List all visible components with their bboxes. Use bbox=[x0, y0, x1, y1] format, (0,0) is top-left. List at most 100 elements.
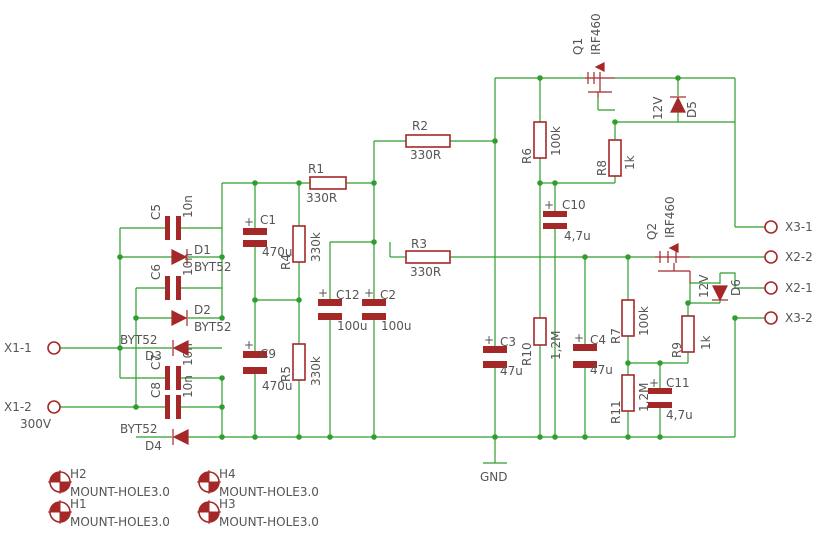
r8-value: 1k bbox=[623, 155, 637, 170]
d2-value: BYT52 bbox=[194, 320, 232, 334]
q1-value: IRF460 bbox=[589, 13, 603, 55]
resistor-r8: R8 1k bbox=[595, 139, 637, 177]
c9-value: 470u bbox=[262, 379, 293, 393]
resistor-r10: R10 1,2M bbox=[520, 317, 563, 366]
d5-value: 12V bbox=[651, 96, 665, 120]
d4-value: BYT52 bbox=[120, 422, 158, 436]
connector-x3-2[interactable]: X3-2 bbox=[764, 311, 813, 325]
resistor-r9: R9 1k bbox=[670, 315, 713, 358]
d6-name: D6 bbox=[729, 279, 743, 296]
capacitor-c4: + C4 47u bbox=[573, 331, 613, 377]
mount-hole-h4: H4 MOUNT-HOLE3.0 bbox=[197, 467, 319, 499]
h2-name: H2 bbox=[70, 467, 87, 481]
resistor-r5: R5 330k bbox=[279, 343, 323, 386]
c1-value: 470u bbox=[262, 245, 293, 259]
r2-name: R2 bbox=[412, 119, 428, 133]
connector-x2-1[interactable]: X2-1 bbox=[764, 281, 813, 295]
svg-text:+: + bbox=[364, 286, 374, 300]
wires bbox=[60, 77, 765, 464]
d3-value: BYT52 bbox=[120, 333, 158, 347]
diode-d4: BYT52 D4 bbox=[120, 422, 189, 453]
r3-name: R3 bbox=[411, 237, 427, 251]
mosfet-q1: Q1 IRF460 bbox=[571, 13, 615, 98]
connector-x1-1[interactable]: X1-1 bbox=[4, 341, 61, 355]
r11-name: R11 bbox=[609, 400, 623, 424]
r6-value: 100k bbox=[549, 126, 563, 156]
connector-x1-2[interactable]: X1-2 300V bbox=[4, 400, 61, 431]
capacitor-c6: C6 10n bbox=[149, 253, 195, 300]
r4-value: 330k bbox=[309, 232, 323, 262]
d3-name: D3 bbox=[145, 349, 162, 363]
x2-1-label: X2-1 bbox=[785, 281, 813, 295]
connector-x3-1[interactable]: X3-1 bbox=[764, 220, 813, 234]
c3-value: 47u bbox=[500, 364, 523, 378]
h4-value: MOUNT-HOLE3.0 bbox=[219, 485, 319, 499]
r1-value: 330R bbox=[306, 191, 337, 205]
q2-value: IRF460 bbox=[663, 196, 677, 238]
r2-value: 330R bbox=[410, 148, 441, 162]
x1-1-label: X1-1 bbox=[4, 341, 32, 355]
c6-value: 10n bbox=[181, 253, 195, 276]
c9-name: C9 bbox=[260, 347, 276, 361]
diode-d3: BYT52 D3 bbox=[120, 333, 189, 363]
c12-name: C12 bbox=[336, 288, 360, 302]
r9-name: R9 bbox=[670, 342, 684, 358]
h1-name: H1 bbox=[70, 497, 87, 511]
x1-2-label: X1-2 bbox=[4, 400, 32, 414]
c4-name: C4 bbox=[590, 333, 606, 347]
x3-2-label: X3-2 bbox=[785, 311, 813, 325]
resistor-r3: R3 330R bbox=[405, 237, 451, 279]
diode-d1: D1 BYT52 bbox=[171, 243, 232, 274]
resistor-r6: R6 100k bbox=[520, 121, 563, 164]
x2-2-label: X2-2 bbox=[785, 250, 813, 264]
capacitor-c9: + C9 470u bbox=[243, 338, 293, 393]
capacitor-c11: + C11 4,7u bbox=[648, 376, 693, 422]
capacitor-c10: + C10 4,7u bbox=[543, 198, 591, 243]
r11-value: 1,2M bbox=[637, 383, 651, 412]
resistor-r2: R2 330R bbox=[405, 119, 451, 162]
r10-name: R10 bbox=[520, 342, 534, 366]
svg-text:+: + bbox=[544, 198, 554, 212]
resistor-r7: R7 100k bbox=[609, 299, 651, 344]
c6-name: C6 bbox=[149, 264, 163, 280]
svg-text:+: + bbox=[244, 215, 254, 229]
d5-name: D5 bbox=[685, 101, 699, 118]
r10-value: 1,2M bbox=[549, 331, 563, 360]
zener-d6: D6 12V bbox=[697, 274, 743, 302]
r8-name: R8 bbox=[595, 160, 609, 176]
capacitor-c12: + C12 100u bbox=[318, 286, 368, 333]
h3-value: MOUNT-HOLE3.0 bbox=[219, 515, 319, 529]
mount-hole-h2: H2 MOUNT-HOLE3.0 bbox=[48, 467, 170, 499]
h1-value: MOUNT-HOLE3.0 bbox=[70, 515, 170, 529]
diode-d2: D2 BYT52 bbox=[171, 303, 232, 334]
x1-2-voltage: 300V bbox=[20, 417, 52, 431]
c10-name: C10 bbox=[562, 198, 586, 212]
resistor-r11: R11 1,2M bbox=[609, 374, 651, 424]
q2-name: Q2 bbox=[645, 223, 659, 240]
capacitor-c5: C5 10n bbox=[149, 195, 195, 240]
r3-value: 330R bbox=[410, 265, 441, 279]
d1-name: D1 bbox=[194, 243, 211, 257]
connector-x2-2[interactable]: X2-2 bbox=[764, 250, 813, 264]
r7-name: R7 bbox=[609, 328, 623, 344]
c2-value: 100u bbox=[381, 319, 412, 333]
r7-value: 100k bbox=[637, 306, 651, 336]
c4-value: 47u bbox=[590, 363, 613, 377]
c11-name: C11 bbox=[666, 376, 690, 390]
mount-hole-h1: H1 MOUNT-HOLE3.0 bbox=[48, 497, 170, 529]
r5-name: R5 bbox=[279, 366, 293, 382]
c7-name: C7 bbox=[149, 354, 163, 370]
r9-value: 1k bbox=[699, 335, 713, 350]
capacitor-c3: + C3 47u bbox=[483, 333, 523, 378]
x3-1-label: X3-1 bbox=[785, 220, 813, 234]
c10-value: 4,7u bbox=[564, 229, 591, 243]
capacitor-c1: + C1 470u bbox=[243, 213, 293, 259]
c5-name: C5 bbox=[149, 204, 163, 220]
d6-value: 12V bbox=[697, 274, 711, 298]
h3-name: H3 bbox=[219, 497, 236, 511]
resistor-r4: R4 330k bbox=[279, 225, 323, 270]
zener-d5: D5 12V bbox=[651, 96, 699, 120]
c3-name: C3 bbox=[500, 335, 516, 349]
c1-name: C1 bbox=[260, 213, 276, 227]
